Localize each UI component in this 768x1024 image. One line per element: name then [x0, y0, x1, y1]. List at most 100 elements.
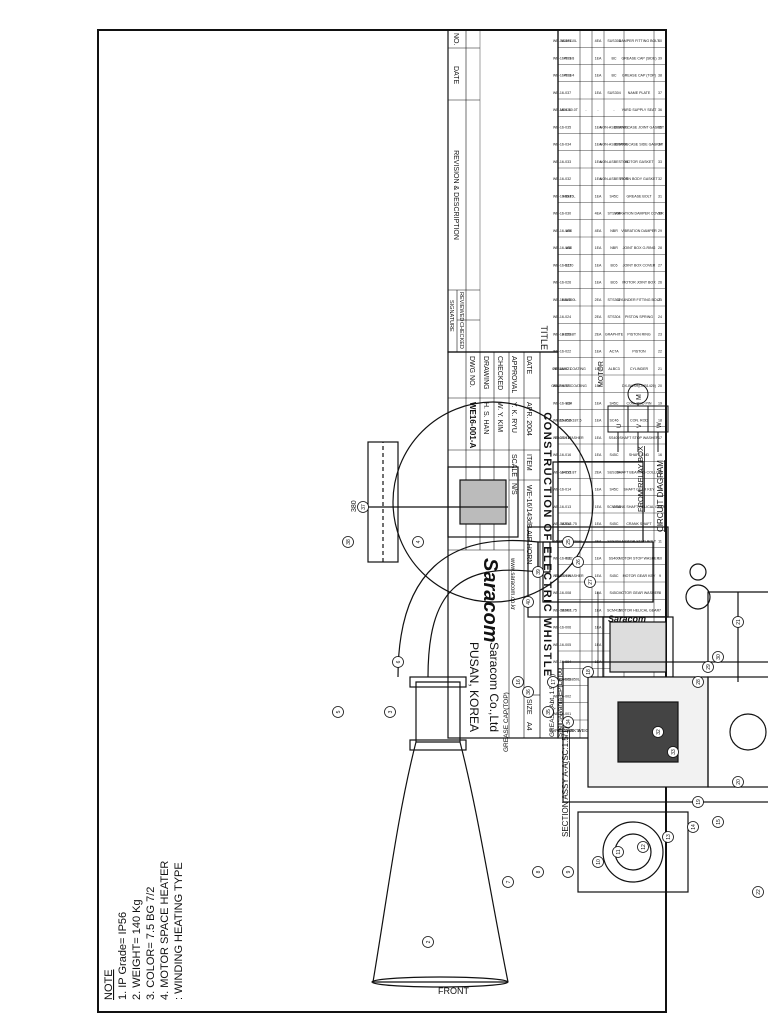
bom-cell: BC: [612, 74, 617, 78]
bom-cell: 1EA: [595, 350, 602, 354]
bom-cell: NON-ASBESTOS: [600, 125, 629, 129]
bom-cell: 1EA: [595, 194, 602, 198]
part-balloon: [522, 686, 534, 698]
bom-cell: 32: [658, 177, 662, 181]
bom-part-code: WE-16-031: [553, 194, 571, 198]
bom-cell: 1EA: [595, 557, 602, 561]
approval-value: Y. K. RYU: [510, 402, 517, 433]
bom-cell: ø14: [566, 401, 572, 405]
bom-cell: CRANK SHAFT: [626, 522, 652, 526]
part-balloon: [542, 706, 554, 718]
bom-cell: SS400: [609, 436, 620, 440]
part-balloon-number: 25: [566, 539, 572, 545]
grease-note2-label: Shell: Alvania EP(LF)00: [557, 668, 564, 737]
bom-cell: -: [597, 108, 599, 112]
part-balloon-number: 2: [426, 940, 432, 943]
bom-part-code: WE-16-013: [553, 505, 571, 509]
part-balloon: [384, 706, 396, 718]
drawing-title: CONSTRUCTION OF ELECTRIC WHISTLE: [541, 412, 553, 678]
terminal-v: V: [637, 424, 643, 428]
rev-desc-label: REVISION & DESCRIPTION: [452, 150, 459, 240]
bom-cell: S45C: [610, 401, 619, 405]
bom-cell: PISTON RING: [627, 332, 651, 336]
bom-cell: 1EA: [595, 505, 602, 509]
bom-cell: 21: [658, 367, 662, 371]
bom-cell: 37: [658, 91, 662, 95]
bom-cell: 1EA: [595, 74, 602, 78]
bom-part-code: WE-16-007: [553, 608, 571, 612]
scale-label: SCALE: [510, 454, 517, 477]
bom-part-code: WE-16-017: [553, 436, 571, 440]
drawing-label: DRAWING: [482, 356, 489, 390]
bom-part-code: WE-16-029: [553, 229, 571, 233]
bom-cell: SUS304: [607, 539, 620, 543]
part-balloon-number: 20: [736, 779, 742, 785]
bom-cell: 1EA: [595, 419, 602, 423]
bom-header-cell: WEIGHT: [578, 728, 595, 733]
date-value: APR. 2004: [525, 402, 532, 436]
checked-value: W. Y. KIM: [496, 402, 503, 432]
bom-cell: MOTOR GEAR WASHER: [618, 591, 660, 595]
part-balloon: [562, 536, 574, 548]
bom-cell: 1EA: [595, 281, 602, 285]
date-label: DATE: [525, 356, 532, 374]
bom-cell: VIBRATION DAMPER COVER: [614, 212, 664, 216]
bom-cell: SHAFT GEAR KEY: [623, 488, 655, 492]
bom-cell: 1EA: [595, 125, 602, 129]
bom-cell: G120: [565, 263, 574, 267]
note-line-4: 4. MOTOR SPACE HEATER: [159, 861, 171, 1000]
bom-cell: S45C: [610, 522, 619, 526]
bom-cell: CYLINDER FITTING BOLT: [617, 298, 661, 302]
part-balloon: [357, 501, 369, 513]
horn-side-view: [371, 539, 551, 988]
part-balloon: [692, 796, 704, 808]
bom-cell: 35: [658, 125, 662, 129]
bom-cell: S45C: [610, 453, 619, 457]
dwg-label: DWG NO.: [468, 356, 475, 388]
bom-cell: SUS304: [607, 470, 620, 474]
bom-cell: S45C: [610, 194, 619, 198]
front-label: FRONT: [438, 986, 469, 996]
company-name: Saracom Co.,Ltd: [487, 642, 501, 732]
bom-cell: HORN BODY GASKET: [620, 177, 658, 181]
rev-no-label: NO.: [452, 33, 459, 46]
bom-cell: CRANK SHAFT HELICAL GEAR: [613, 505, 666, 509]
bom-part-code: WE-16-028: [553, 246, 571, 250]
bom-cell: 13: [658, 505, 662, 509]
bom-cell: 26: [658, 281, 662, 285]
bom-cell: M8x150L: [562, 298, 577, 302]
bom-cell: ø120x8T: [562, 332, 577, 336]
part-balloon: [612, 846, 624, 858]
part-balloon-number: 29: [706, 664, 712, 670]
part-balloon: [692, 676, 704, 688]
motor-m: M: [636, 394, 643, 400]
part-balloon: [512, 676, 524, 688]
crankcase-assembly: [527, 461, 711, 678]
part-balloon-number: 34: [566, 719, 572, 725]
bom-cell: 18: [658, 419, 662, 423]
part-balloon: [532, 866, 544, 878]
bom-cell: 39: [658, 56, 662, 60]
part-balloon-number: 39: [536, 569, 542, 575]
bom-cell: 17: [658, 436, 662, 440]
bom-cell: 1EA: [595, 91, 602, 95]
bom-cell: 1EA: [595, 453, 602, 457]
part-balloon-number: 7: [506, 880, 512, 883]
crankcase-logo: Saracom: [608, 614, 646, 624]
part-balloon-number: 26: [576, 559, 582, 565]
bom-cell: BC6: [611, 263, 618, 267]
title-block: TITLE CONSTRUCTION OF ELECTRIC WHISTLE D…: [447, 325, 559, 739]
part-balloon-number: 14: [691, 824, 697, 830]
circuit-label: CIRCUIT DIAGRAM: [656, 460, 665, 532]
part-balloon: [662, 831, 674, 843]
logo-wordmark: Saracom: [479, 558, 501, 643]
part-balloon: [582, 666, 594, 678]
bom-cell: 1EA: [595, 384, 602, 388]
bom-cell: 24: [658, 315, 662, 319]
bom-cell: NON-ASBESTOS: [600, 160, 629, 164]
bom-cell: NON-ASBESTOS: [600, 143, 629, 147]
part-balloon: [584, 576, 596, 588]
part-balloon-number: 18: [586, 669, 592, 675]
bom-cell: PISTON: [632, 350, 646, 354]
